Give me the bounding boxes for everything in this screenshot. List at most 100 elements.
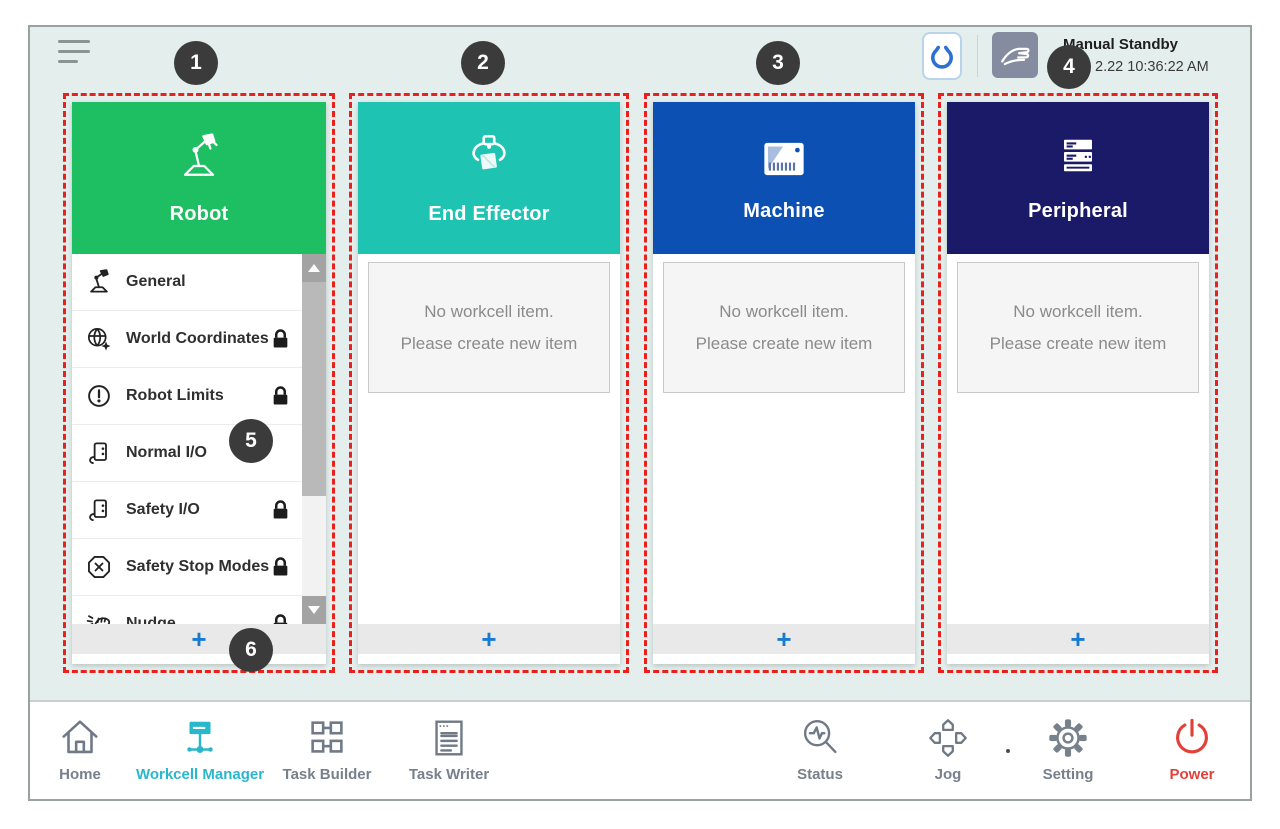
empty-state-message: No workcell item. Please create new item [957,262,1199,393]
nav-item-home[interactable]: Home [30,711,155,783]
power-icon [1117,711,1250,761]
add-robot-item-button[interactable]: + [72,624,326,654]
nav-label: Setting [1042,766,1094,783]
callout-number: 3 [772,51,784,74]
callout-5: 5 [229,419,273,463]
add-end-effector-item-button[interactable]: + [358,624,620,654]
task-builder-icon [252,711,402,761]
peripheral-empty-area: No workcell item. Please create new item [947,254,1209,624]
nav-item-workcell-manager[interactable]: Workcell Manager [125,711,275,783]
lock-icon [271,329,290,350]
hamburger-bar [58,40,90,43]
empty-line-1: No workcell item. [424,302,554,322]
list-item-label: General [126,273,186,290]
home-icon [30,711,155,761]
topbar-divider [977,35,978,77]
mode-title: Manual Standby [1063,36,1179,53]
robot-arm-icon [84,267,114,297]
add-machine-item-button[interactable]: + [653,624,915,654]
card-footer-space [358,654,620,664]
peripheral-column-card: Peripheral No workcell item. Please crea… [947,102,1209,664]
robot-column-card: Robot General [72,102,326,664]
down-arrow-icon [308,606,320,614]
exclamation-circle-icon [84,381,114,411]
column-title: Machine [743,199,825,222]
card-footer-space [653,654,915,664]
nav-item-task-builder[interactable]: Task Builder [252,711,402,783]
end-effector-empty-area: No workcell item. Please create new item [358,254,620,624]
nav-separator-dot [1006,749,1010,753]
nav-item-setting[interactable]: Setting [993,711,1143,783]
io-board-icon [84,438,114,468]
list-item-world-coordinates[interactable]: World Coordinates [72,311,326,368]
list-scrollbar[interactable] [302,254,326,624]
annotation-box-machine: Machine No workcell item. Please create … [644,93,924,673]
lock-icon [271,557,290,578]
nav-label: Task Writer [408,766,490,783]
nav-item-power[interactable]: Power [1117,711,1250,783]
stop-octagon-icon [84,552,114,582]
nav-label: Task Builder [282,766,372,783]
scrollbar-thumb[interactable] [302,282,326,496]
nav-item-status[interactable]: Status [745,711,895,783]
manual-mode-button[interactable] [992,32,1038,78]
gripper-mode-button[interactable] [922,32,962,80]
io-board-icon [84,495,114,525]
gripper-tool-icon [460,131,518,187]
list-item-general[interactable]: General [72,254,326,311]
column-title: Peripheral [1028,199,1128,222]
list-item-label: Safety I/O [126,501,200,518]
end-effector-column-header[interactable]: End Effector [358,102,620,254]
callout-4: 4 [1047,45,1091,89]
pendant-window: Manual Standby 2.22 10:36:22 AM Robot [28,25,1252,801]
empty-line-1: No workcell item. [1013,302,1143,322]
plus-icon: + [191,624,207,654]
server-stack-icon [1050,134,1106,184]
empty-line-1: No workcell item. [719,302,849,322]
world-globe-icon [84,324,114,354]
machine-column-card: Machine No workcell item. Please create … [653,102,915,664]
list-item-nudge[interactable]: Nudge [72,596,326,624]
robot-status-readout: Manual Standby 2.22 10:36:22 AM [1063,36,1209,76]
list-item-safety-io[interactable]: Safety I/O [72,482,326,539]
card-footer-space [947,654,1209,664]
list-item-label: Normal I/O [126,444,207,461]
callout-number: 2 [477,51,489,74]
callout-3: 3 [756,41,800,85]
column-title: End Effector [428,202,550,225]
nav-label: Home [59,766,101,783]
machine-empty-area: No workcell item. Please create new item [653,254,915,624]
machine-column-header[interactable]: Machine [653,102,915,254]
plus-icon: + [481,624,497,654]
end-effector-column-card: End Effector No workcell item. Please cr… [358,102,620,664]
list-item-safety-stop-modes[interactable]: Safety Stop Modes [72,539,326,596]
card-footer-space [72,654,326,664]
nav-label: Status [797,766,843,783]
nav-item-task-writer[interactable]: Task Writer [374,711,524,783]
add-peripheral-item-button[interactable]: + [947,624,1209,654]
hamburger-menu-icon[interactable] [58,40,90,70]
hamburger-bar [58,50,90,53]
gear-icon [993,711,1143,761]
robot-arm-icon [170,131,228,187]
machine-panel-icon [755,134,813,184]
list-item-robot-limits[interactable]: Robot Limits [72,368,326,425]
list-item-normal-io[interactable]: Normal I/O [72,425,326,482]
callout-number: 6 [245,638,257,661]
lock-icon [271,500,290,521]
hamburger-bar [58,60,78,63]
robot-column-header[interactable]: Robot [72,102,326,254]
empty-state-message: No workcell item. Please create new item [663,262,905,393]
status-datetime: 2.22 10:36:22 AM [1095,58,1209,75]
callout-number: 4 [1063,55,1075,78]
scroll-up-button[interactable] [302,254,326,282]
scroll-down-button[interactable] [302,596,326,624]
gripper-icon [927,39,957,73]
callout-number: 1 [190,51,202,74]
nav-item-jog[interactable]: Jog [873,711,1023,783]
manual-hand-icon [998,38,1032,72]
plus-icon: + [776,624,792,654]
plus-icon: + [1070,624,1086,654]
peripheral-column-header[interactable]: Peripheral [947,102,1209,254]
lock-icon [271,614,290,624]
